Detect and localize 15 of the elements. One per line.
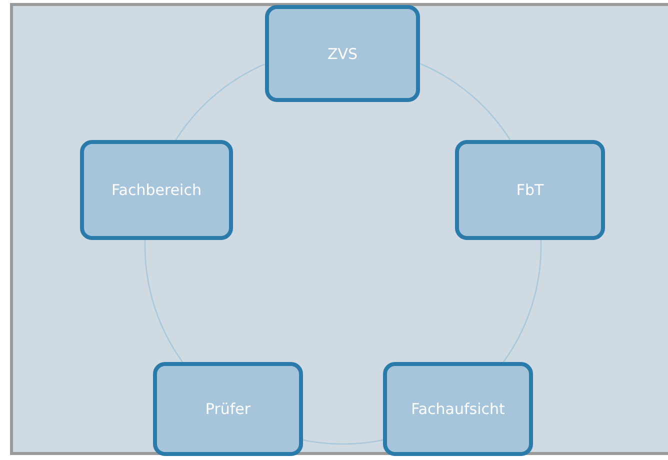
connector-arc bbox=[302, 439, 384, 445]
process-box bbox=[455, 140, 605, 240]
node-label: ZVS bbox=[327, 44, 358, 62]
process-box bbox=[80, 140, 233, 240]
process-box bbox=[383, 362, 533, 456]
node-label: Fachaufsicht bbox=[411, 400, 505, 418]
node-label: FbT bbox=[516, 181, 544, 199]
connector-arc bbox=[420, 63, 511, 140]
connector-arc bbox=[175, 64, 265, 140]
process-box bbox=[265, 5, 420, 102]
connector-arc bbox=[502, 240, 542, 362]
node-label: Prüfer bbox=[205, 400, 251, 418]
connector-arc bbox=[144, 240, 184, 362]
process-box bbox=[153, 362, 303, 456]
node-label: Fachbereich bbox=[112, 181, 202, 199]
